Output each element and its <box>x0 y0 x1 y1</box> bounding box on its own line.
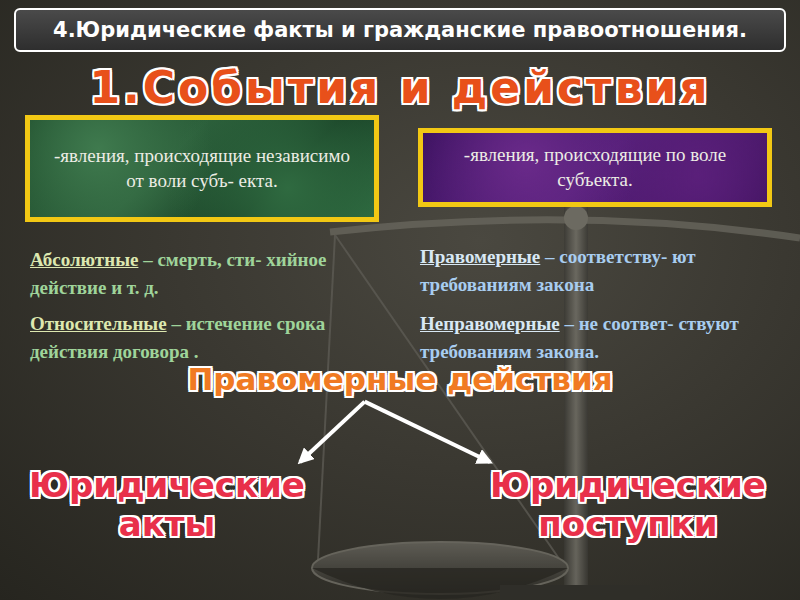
definition-paragraph: Абсолютные – смерть, сти- хийное действи… <box>30 246 378 301</box>
definition-paragraph: Относительные – истечение срока действия… <box>30 310 378 365</box>
space <box>540 246 545 267</box>
space <box>560 313 565 334</box>
space <box>167 313 172 334</box>
arrow-connector <box>365 402 490 462</box>
scales-pivot <box>564 206 588 230</box>
section-heading: 1.События и действия <box>89 62 710 113</box>
definition-paragraph: Неправомерные – не соответ- ствуют требо… <box>420 310 768 365</box>
heading-text: Юридические акты <box>22 466 312 544</box>
definition-paragraph: Правомерные – соответству- ют требования… <box>420 243 768 298</box>
term-label: Неправомерные <box>420 313 560 334</box>
result-node: Юридические поступки <box>478 466 778 544</box>
action-box: -явления, происходящие по воле субъекта. <box>418 128 772 207</box>
event-box: -явления, происходящие независимо от вол… <box>25 115 379 222</box>
scales-base <box>500 585 650 600</box>
box-text: -явления, происходящие независимо от вол… <box>44 144 360 193</box>
scales-chain <box>318 235 335 560</box>
title-text: 4.Юридические факты и гражданские правоо… <box>53 18 747 42</box>
term-label: Абсолютные <box>30 249 138 270</box>
heading-text: Юридические поступки <box>478 466 778 544</box>
box-text: -явления, происходящие по воле субъекта. <box>437 143 753 192</box>
space <box>138 249 143 270</box>
term-label: Относительные <box>30 313 167 334</box>
term-label: Правомерные <box>420 246 540 267</box>
heading-node: Правомерные действия <box>179 362 620 398</box>
result-node: Юридические акты <box>22 466 312 544</box>
heading-wrap: 1.События и действия <box>20 62 780 113</box>
title-bar: 4.Юридические факты и гражданские правоо… <box>14 8 786 52</box>
heading-text: Правомерные действия <box>187 362 612 398</box>
arrow-connector <box>300 402 365 462</box>
